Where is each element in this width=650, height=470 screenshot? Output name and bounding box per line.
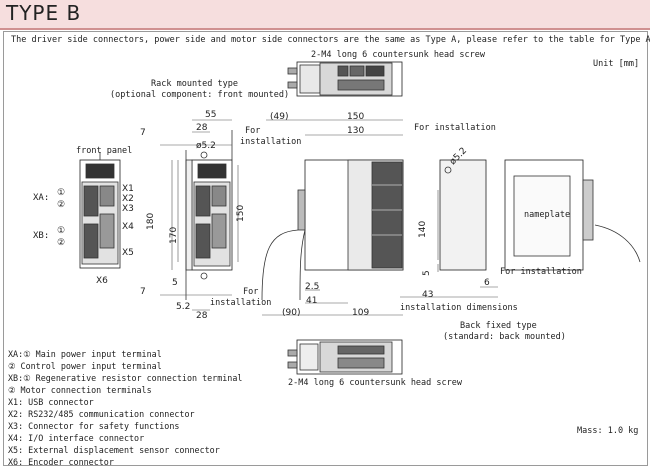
rack-title: Rack mounted type [151, 79, 238, 89]
dim-7: 7 [140, 128, 146, 138]
legend-item: X6: Encoder connector [8, 457, 114, 467]
legend-item: X3: Connector for safety functions [8, 421, 180, 431]
installation-dimensions-label: installation dimensions [400, 303, 518, 313]
x5-label: X5 [122, 248, 134, 258]
dim-2-5: 2.5 [305, 282, 320, 292]
nameplate-label: nameplate [524, 210, 571, 220]
back-title: Back fixed type [460, 321, 537, 331]
dim-5: 5 [172, 278, 178, 288]
installation-label-bottom: installation [210, 298, 272, 308]
dim-170: 170 [169, 226, 179, 244]
rack-subtitle: (optional component: front mounted) [110, 90, 290, 100]
dim-180: 180 [146, 212, 156, 230]
screw-bottom-label: 2-M4 long 6 countersunk head screw [288, 378, 462, 388]
for-label-top: For [245, 126, 261, 136]
legend-item: ② Motor connection terminals [8, 385, 152, 395]
legend-item: X1: USB connector [8, 397, 94, 407]
dim-49: (49) [270, 112, 289, 122]
top-view-unit [287, 61, 403, 97]
dim-150-vert: 150 [236, 204, 246, 222]
front-panel-unit [79, 152, 121, 269]
screw-top-label: 2-M4 long 6 countersunk head screw [311, 50, 485, 60]
drawing-frame [3, 31, 648, 466]
mass-label: Mass: 1.0 kg [577, 426, 639, 436]
for-installation-top: For installation [414, 123, 496, 133]
dim-130: 130 [347, 126, 365, 136]
dim-55: 55 [205, 110, 217, 120]
unit-label: Unit [mm] [593, 59, 640, 69]
for-label-bottom: For [243, 287, 259, 297]
title-bar: TYPE B [0, 0, 650, 30]
dim-7-bottom: 7 [140, 287, 146, 297]
side-view-unit [261, 159, 404, 301]
dim-43: 43 [422, 290, 434, 300]
for-installation-bottom: For installation [500, 267, 582, 277]
rack-unit [185, 130, 233, 300]
dim-6: 6 [484, 278, 490, 288]
legend-item: X4: I/O interface connector [8, 433, 145, 443]
dim-5-2-bottom: 5.2 [176, 302, 191, 312]
back-view-unit [439, 159, 641, 271]
dim-28: 28 [196, 123, 208, 133]
dim-109: 109 [352, 308, 370, 318]
dim-5-2: ø5.2 [196, 141, 216, 151]
bottom-view-unit [287, 339, 403, 375]
dim-5-back: 5 [422, 270, 432, 276]
dim-150-top: 150 [347, 112, 365, 122]
dimension-lines [160, 119, 498, 316]
page-title: TYPE B [6, 1, 82, 25]
dim-41: 41 [306, 296, 318, 306]
xb-label: XB: [33, 231, 50, 241]
xa-2: ② [57, 200, 66, 210]
legend-item: X5: External displacement sensor connect… [8, 445, 220, 455]
installation-label-top: installation [240, 137, 302, 147]
xa-label: XA: [33, 193, 50, 203]
x4-label: X4 [122, 222, 134, 232]
legend-item: ② Control power input terminal [8, 361, 162, 371]
intro-text: The driver side connectors, power side a… [11, 35, 650, 45]
legend-item: XA:① Main power input terminal [8, 349, 162, 359]
xa-1: ① [57, 188, 66, 198]
x2-label: X2 [122, 194, 134, 204]
x3-label: X3 [122, 204, 134, 214]
xb-1: ① [57, 226, 66, 236]
dim-140: 140 [418, 220, 428, 238]
dim-90: (90) [282, 308, 301, 318]
back-subtitle: (standard: back mounted) [443, 332, 566, 342]
x1-label: X1 [122, 184, 134, 194]
legend-item: X2: RS232/485 communication connector [8, 409, 195, 419]
dim-28-bottom: 28 [196, 311, 208, 321]
x6-label: X6 [96, 276, 108, 286]
legend-item: XB:① Regenerative resistor connection te… [8, 373, 243, 383]
front-panel-label: front panel [76, 146, 133, 156]
xb-2: ② [57, 238, 66, 248]
